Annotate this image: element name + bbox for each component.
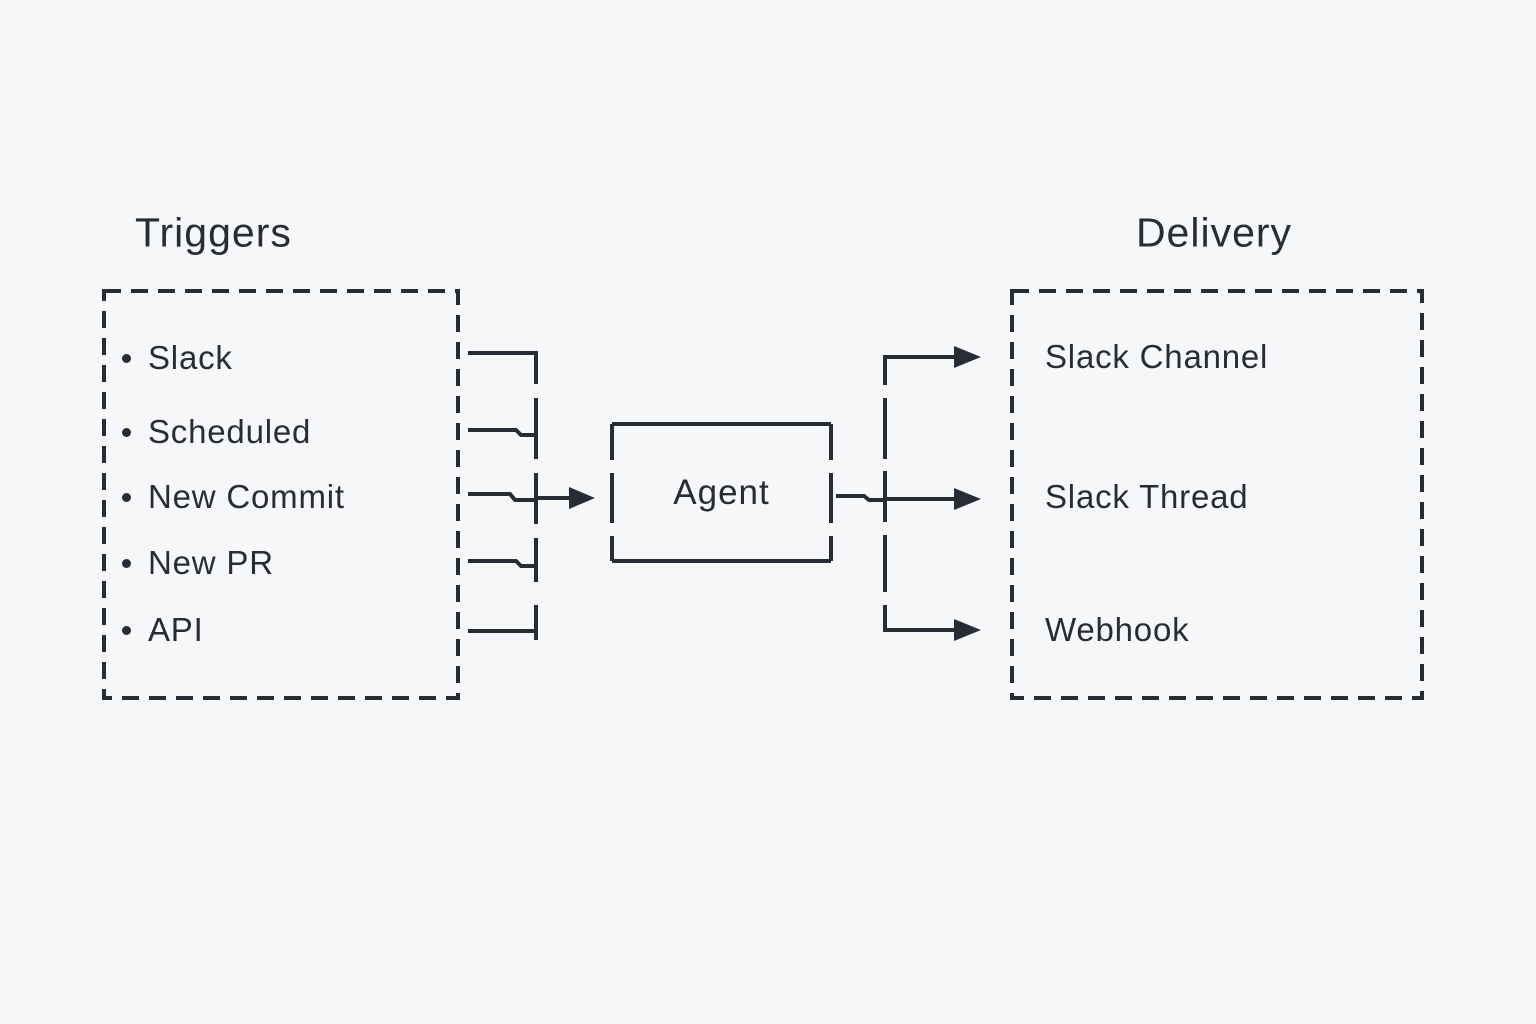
delivery-item-webhook: Webhook — [1045, 611, 1189, 649]
trigger-item-slack: Slack — [122, 339, 233, 377]
trigger-item-label: Scheduled — [148, 413, 312, 450]
bullet-icon — [122, 353, 131, 363]
trigger-item-label: New PR — [148, 544, 274, 581]
trigger-item-label: New Commit — [148, 478, 345, 515]
bullet-icon — [122, 625, 131, 635]
agent-node: Agent — [612, 424, 831, 561]
delivery-item-slack-channel: Slack Channel — [1045, 338, 1268, 376]
delivery-title: Delivery — [1135, 209, 1293, 256]
trigger-bus-lines — [468, 351, 538, 640]
delivery-item-slack-thread: Slack Thread — [1045, 478, 1248, 516]
agent-output-line — [836, 355, 887, 632]
agent-label: Agent — [673, 472, 770, 512]
trigger-item-api: API — [122, 611, 204, 649]
triggers-box-border — [102, 289, 460, 700]
agent-input-arrow — [536, 487, 595, 509]
trigger-item-scheduled: Scheduled — [122, 413, 311, 451]
trigger-item-label: API — [148, 611, 204, 648]
delivery-item-label: Webhook — [1045, 611, 1190, 648]
delivery-box-border — [1010, 289, 1424, 700]
bullet-icon — [122, 558, 131, 568]
delivery-item-label: Slack Channel — [1045, 338, 1269, 375]
triggers-title: Triggers — [135, 209, 292, 256]
trigger-item-new-pr: New PR — [122, 544, 274, 582]
bullet-icon — [122, 492, 131, 502]
trigger-item-new-commit: New Commit — [122, 478, 345, 516]
trigger-item-label: Slack — [148, 339, 233, 376]
agent-box-border — [610, 422, 833, 563]
delivery-item-label: Slack Thread — [1045, 478, 1249, 515]
delivery-arrows — [883, 346, 981, 641]
bullet-icon — [122, 427, 131, 437]
